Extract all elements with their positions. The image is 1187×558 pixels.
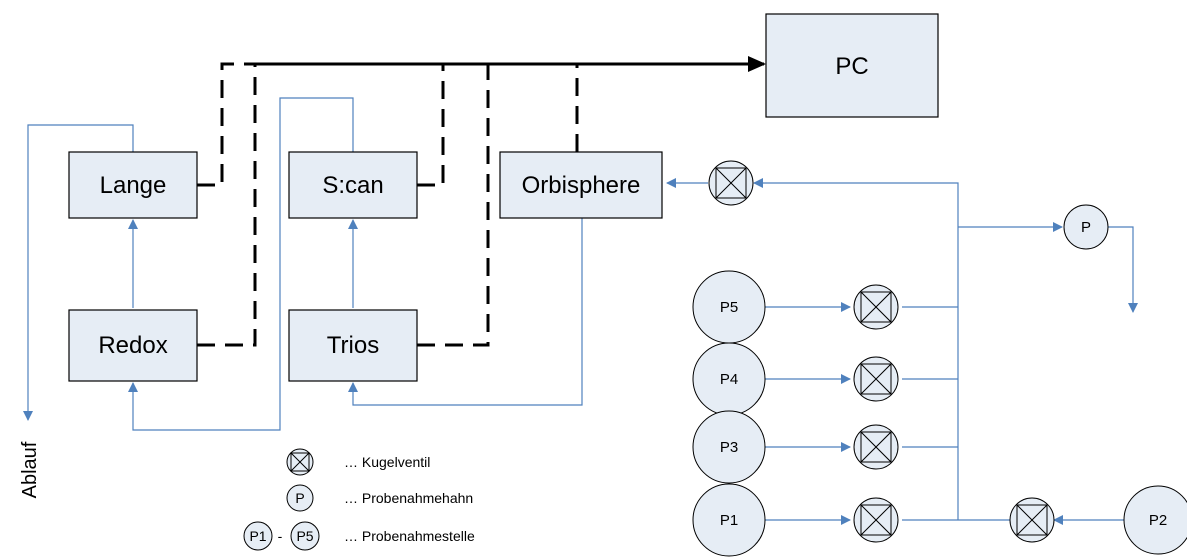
legend-valve-text: … Kugelventil [344, 454, 430, 470]
legend-range-text: … Probenahmestelle [344, 528, 475, 544]
trios-label: Trios [327, 332, 379, 359]
orbisphere-box: Orbisphere [499, 151, 663, 219]
sampling-point-p5: P5 [692, 270, 766, 344]
flow-lines [23, 97, 1138, 525]
legend-valve-icon [286, 448, 314, 476]
pc-label: PC [835, 53, 868, 80]
legend-range-to-label: P5 [296, 528, 313, 544]
valve-p4-icon [853, 356, 899, 402]
valve-p3-icon [853, 424, 899, 470]
sampling-tap-label: P [1081, 219, 1091, 236]
legend-tap-icon: P [286, 484, 314, 512]
valve-p5-icon [853, 284, 899, 330]
valve-orbisphere-icon [708, 160, 754, 206]
orbisphere-label: Orbisphere [522, 172, 641, 199]
legend-range-from-label: P1 [249, 528, 266, 544]
sampling-point-p4: P4 [692, 342, 766, 416]
legend-range-from: P1 [243, 521, 273, 551]
sampling-point-p2: P2 [1123, 485, 1187, 555]
legend-range-separator: - [278, 528, 283, 544]
legend-range-to: P5 [290, 521, 320, 551]
valve-p2-icon [1009, 497, 1055, 543]
sampling-point-label: P1 [720, 512, 738, 529]
trios-box: Trios [288, 309, 418, 382]
legend: … Kugelventil P … Probenahmehahn P1 - P5… [243, 448, 475, 551]
scan-label: S:can [322, 172, 383, 199]
scan-box: S:can [288, 151, 418, 219]
pc-box: PC [765, 13, 939, 118]
data-bus [197, 56, 766, 347]
sampling-tap: P [1063, 204, 1109, 250]
sampling-point-label: P2 [1149, 512, 1167, 529]
lange-label: Lange [100, 172, 167, 199]
valve-p1-icon [853, 497, 899, 543]
redox-box: Redox [68, 309, 198, 382]
lange-box: Lange [68, 151, 198, 219]
sampling-point-label: P4 [720, 371, 738, 388]
legend-tap-symbol: P [295, 490, 304, 506]
legend-tap-text: … Probenahmehahn [344, 490, 473, 506]
drain-label: Ablauf [19, 441, 41, 498]
sampling-point-label: P3 [720, 439, 738, 456]
redox-label: Redox [98, 332, 167, 359]
sampling-point-p3: P3 [692, 410, 766, 484]
sampling-point-label: P5 [720, 299, 738, 316]
sampling-point-p1: P1 [692, 483, 766, 557]
